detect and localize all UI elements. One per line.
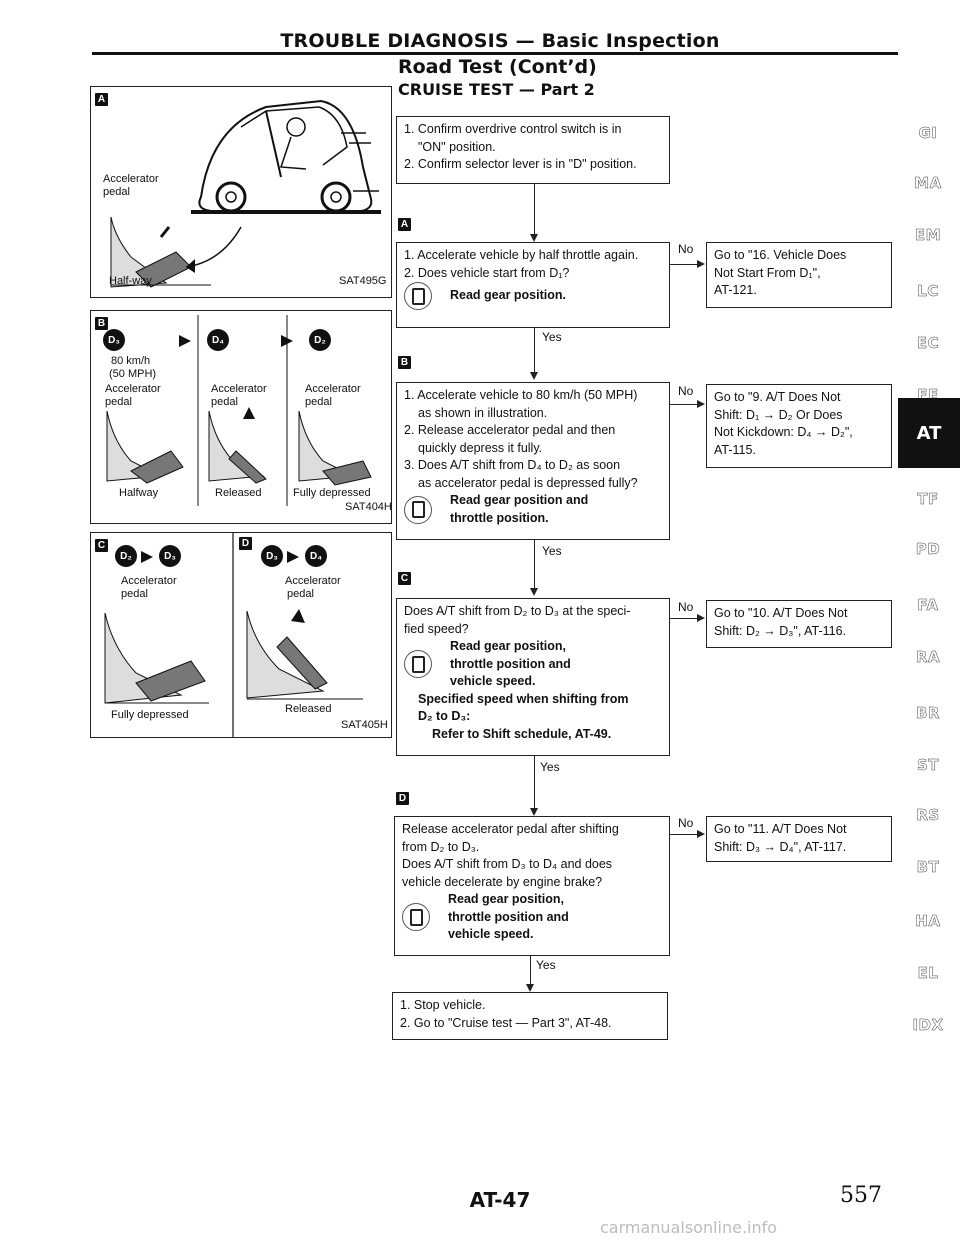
gear-circle-d-d3: D₃ (261, 545, 283, 567)
sidebar-code-em[interactable]: EM (914, 226, 942, 245)
illustration-panel-a: A Accelerator pedal Half-way SAT495G (90, 86, 392, 298)
step-d-yes-label: Yes (536, 958, 556, 972)
panel-d-code: SAT405H (341, 719, 388, 731)
step-b-no-label: No (678, 384, 694, 398)
sidebar-code-pd[interactable]: PD (915, 540, 941, 559)
sidebar-code-ha[interactable]: HA (915, 912, 941, 931)
sidebar-code-lc[interactable]: LC (917, 282, 939, 301)
panel-c-accel-1: Accelerator (121, 575, 177, 587)
panel-cd-drawings (104, 533, 363, 737)
panel-badge-a: A (95, 93, 108, 106)
step-c-yes-label: Yes (540, 760, 560, 774)
sidebar-code-idx[interactable]: IDX (912, 1016, 944, 1035)
sidebar-code-bt[interactable]: BT (916, 858, 940, 877)
illustration-panel-b: B D₃ D₄ D₂ 80 km/h (50 MPH) Accelerator … (90, 310, 392, 524)
panel-b-state-halfway: Halfway (119, 487, 159, 499)
sidebar-code-gi[interactable]: GI (918, 124, 938, 143)
watermark: carmanualsonline.info (600, 1218, 778, 1237)
panel-b-arrows (106, 315, 372, 506)
page-number: 557 (840, 1183, 882, 1208)
panel-b-accel-1a: Accelerator (105, 383, 161, 395)
sidebar-code-tf[interactable]: TF (917, 490, 939, 509)
panel-d-accel-2: pedal (287, 588, 314, 600)
footer-section-code: AT-47 (469, 1188, 531, 1212)
gear-circle-d-d4: D₄ (305, 545, 327, 567)
step-b-yes-label: Yes (542, 544, 562, 558)
sidebar-code-ra[interactable]: RA (915, 648, 941, 667)
step-a-line-2: 2. Does vehicle start from D₁? (404, 265, 570, 280)
gear-position-icon (402, 903, 430, 932)
page-title: TROUBLE DIAGNOSIS — Basic Inspection (280, 30, 720, 52)
start-line-2: "ON" position. (418, 139, 496, 154)
step-a-check: Read gear position. (450, 288, 566, 303)
step-a-no-box: Go to "16. Vehicle Does Not Start From D… (706, 242, 892, 308)
gear-circle-d3: D₃ (103, 329, 125, 351)
start-line-1: 1. Confirm overdrive control switch is i… (404, 122, 622, 136)
step-c-no-box: Go to "10. A/T Does Not Shift: D₂ → D₃",… (706, 600, 892, 648)
panel-b-state-fully: Fully depressed (293, 487, 371, 499)
gear-circle-c-d2: D₂ (115, 545, 137, 567)
gear-position-icon (404, 650, 432, 679)
flow-start-box: 1. Confirm overdrive control switch is i… (396, 116, 670, 184)
sidebar-tab-at[interactable]: AT (898, 398, 960, 468)
step-a-line-1: 1. Accelerate vehicle by half throttle a… (404, 248, 639, 262)
step-d-no-box: Go to "11. A/T Does Not Shift: D₃ → D₄",… (706, 816, 892, 862)
flow-step-a-box: 1. Accelerate vehicle by half throttle a… (396, 242, 670, 328)
step-b-no-box: Go to "9. A/T Does Not Shift: D₁ → D₂ Or… (706, 384, 892, 468)
panel-a-code: SAT495G (339, 275, 387, 287)
flow-end-box: 1. Stop vehicle. 2. Go to "Cruise test —… (392, 992, 668, 1040)
sidebar-code-ec[interactable]: EC (916, 334, 940, 353)
panel-b-accel-2b: pedal (211, 396, 238, 408)
gear-position-icon (404, 282, 432, 310)
panel-badge-b: B (95, 317, 108, 330)
panel-a-accel-label-2: pedal (103, 186, 130, 198)
section-title: CRUISE TEST — Part 2 (398, 80, 595, 99)
sidebar-code-rs[interactable]: RS (916, 806, 940, 825)
flow-step-c-box: Does A/T shift from D₂ to D₃ at the spec… (396, 598, 670, 756)
panel-b-speed-1: 80 km/h (111, 355, 151, 367)
step-c-no-label: No (678, 600, 694, 614)
flow-badge-d: D (396, 792, 409, 805)
header-rule (92, 52, 898, 55)
panel-d-state: Released (285, 703, 332, 715)
panel-b-accel-2a: Accelerator (211, 383, 267, 395)
panel-a-accel-label-1: Accelerator (103, 173, 159, 185)
start-line-3: 2. Confirm selector lever is in "D" posi… (404, 157, 637, 171)
panel-b-state-released: Released (215, 487, 262, 499)
sidebar-code-fa[interactable]: FA (917, 596, 939, 615)
panel-b-accel-3a: Accelerator (305, 383, 361, 395)
panel-b-speed-2: (50 MPH) (109, 368, 157, 380)
flow-badge-a: A (398, 218, 411, 231)
gear-circle-d2: D₂ (309, 329, 331, 351)
flow-step-b-box: 1. Accelerate vehicle to 80 km/h (50 MPH… (396, 382, 670, 540)
panel-d-accel-1: Accelerator (285, 575, 341, 587)
gear-position-icon (404, 495, 432, 524)
car-driver-illustration (110, 99, 381, 288)
sidebar-code-ma[interactable]: MA (914, 174, 942, 193)
sidebar-code-st[interactable]: ST (916, 756, 940, 775)
panel-b-accel-1b: pedal (105, 396, 132, 408)
gear-circle-c-d3: D₃ (159, 545, 181, 567)
flow-badge-c: C (398, 572, 411, 585)
panel-badge-c: C (95, 539, 108, 552)
panel-b-accel-3b: pedal (305, 396, 332, 408)
sidebar-code-br[interactable]: BR (916, 704, 940, 723)
sidebar-code-el[interactable]: EL (917, 964, 939, 983)
flow-step-d-box: Release accelerator pedal after shifting… (394, 816, 670, 956)
panel-badge-d: D (239, 537, 252, 550)
flow-badge-b: B (398, 356, 411, 369)
panel-a-halfway-label: Half-way (109, 275, 152, 287)
gear-circle-d4: D₄ (207, 329, 229, 351)
panel-c-state: Fully depressed (111, 709, 189, 721)
step-a-yes-label: Yes (542, 330, 562, 344)
step-d-no-label: No (678, 816, 694, 830)
panel-c-accel-2: pedal (121, 588, 148, 600)
page-subtitle: Road Test (Cont’d) (398, 56, 597, 78)
panel-b-code: SAT404H (345, 501, 392, 513)
illustration-panel-cd: C D D₂ D₃ D₃ D₄ Accelerator pedal Fully … (90, 532, 392, 738)
step-a-no-label: No (678, 242, 694, 256)
